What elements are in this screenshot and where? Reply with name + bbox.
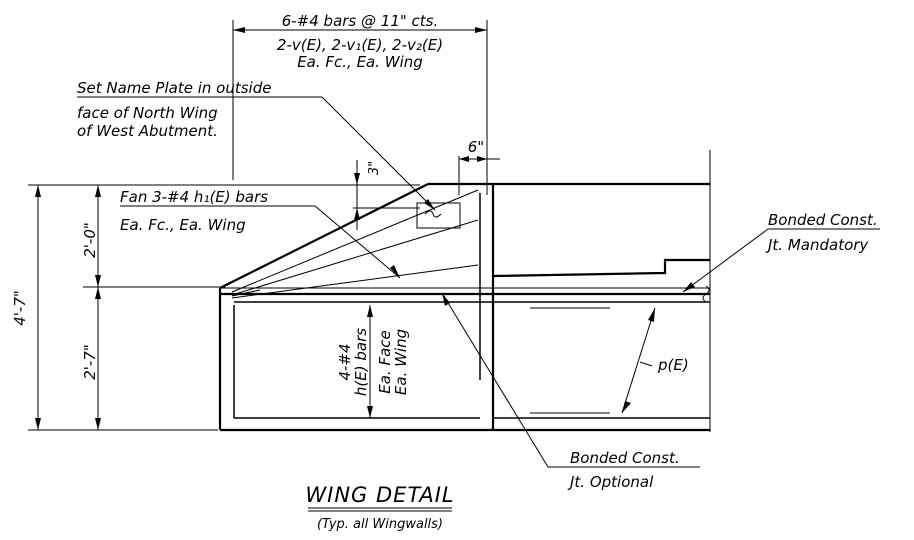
name-plate-line3: of West Abutment. bbox=[77, 122, 218, 140]
bonded-optional-leader bbox=[441, 292, 549, 468]
name-plate-mark bbox=[424, 210, 442, 218]
h-bars-line4: Ea. Wing bbox=[392, 329, 410, 395]
split-height-dimension bbox=[83, 185, 225, 430]
bars-top-line2: 2-v(E), 2-v₁(E), 2-v₂(E) bbox=[277, 36, 443, 54]
p-bar-dimension bbox=[621, 307, 656, 414]
bonded-mandatory-line1: Bonded Const. bbox=[768, 211, 878, 229]
total-height-label: 4'-7" bbox=[11, 290, 29, 326]
top-offset-dimension bbox=[353, 160, 420, 230]
name-plate-rect bbox=[416, 202, 461, 229]
bonded-mandatory-leader bbox=[682, 228, 769, 293]
fan-note-line1: Fan 3-#4 h₁(E) bars bbox=[120, 188, 268, 206]
bars-top-line3: Ea. Fc., Ea. Wing bbox=[297, 53, 423, 71]
h-bars-line2: h(E) bars bbox=[352, 328, 370, 396]
fan-bars bbox=[231, 189, 479, 299]
upper-height-label: 2'-0" bbox=[81, 222, 99, 258]
h-bars-dimension bbox=[367, 305, 373, 418]
top-offset-label: 3" bbox=[367, 161, 382, 175]
bonded-mandatory-line2: Jt. Mandatory bbox=[765, 236, 869, 254]
name-plate-leader bbox=[321, 96, 436, 211]
detail-subtitle: (Typ. all Wingwalls) bbox=[317, 517, 443, 532]
fan-note-line2: Ea. Fc., Ea. Wing bbox=[120, 216, 246, 234]
name-plate-line2: face of North Wing bbox=[77, 104, 218, 122]
name-plate-line1: Set Name Plate in outside bbox=[77, 79, 271, 97]
fan-note-leader bbox=[314, 205, 401, 279]
p-bar-label: p(E) bbox=[657, 356, 689, 374]
bonded-optional-line1: Bonded Const. bbox=[570, 449, 680, 467]
h-bars-line1: 4-#4 bbox=[336, 343, 354, 380]
bonded-optional-line2: Jt. Optional bbox=[567, 473, 654, 491]
detail-title: WING DETAIL bbox=[305, 483, 454, 507]
wing-wall-outline bbox=[218, 150, 711, 432]
side-offset-label: 6" bbox=[468, 138, 484, 156]
lower-height-label: 2'-7" bbox=[81, 344, 99, 380]
bars-top-label: 6-#4 bars @ 11" cts. bbox=[282, 12, 439, 30]
h-bars-line3: Ea. Face bbox=[376, 330, 394, 394]
side-offset-dimension bbox=[458, 156, 500, 195]
